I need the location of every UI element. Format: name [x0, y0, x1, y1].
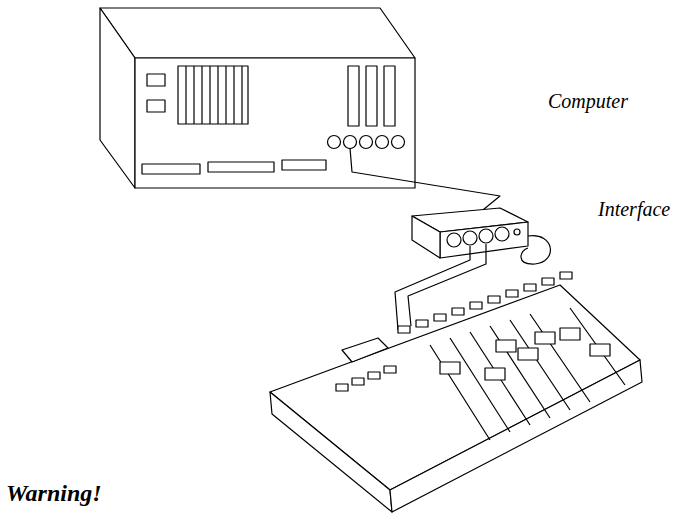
midi-interface — [412, 208, 550, 264]
midi-cable — [395, 246, 470, 330]
figure-label: Warning! — [6, 480, 102, 507]
figure-label: Computer — [548, 90, 628, 113]
control-surface — [270, 272, 642, 512]
figure-label: Interface — [598, 198, 670, 221]
computer-tower — [100, 8, 415, 188]
midi-cable — [408, 244, 486, 326]
midi-cable — [350, 148, 500, 214]
